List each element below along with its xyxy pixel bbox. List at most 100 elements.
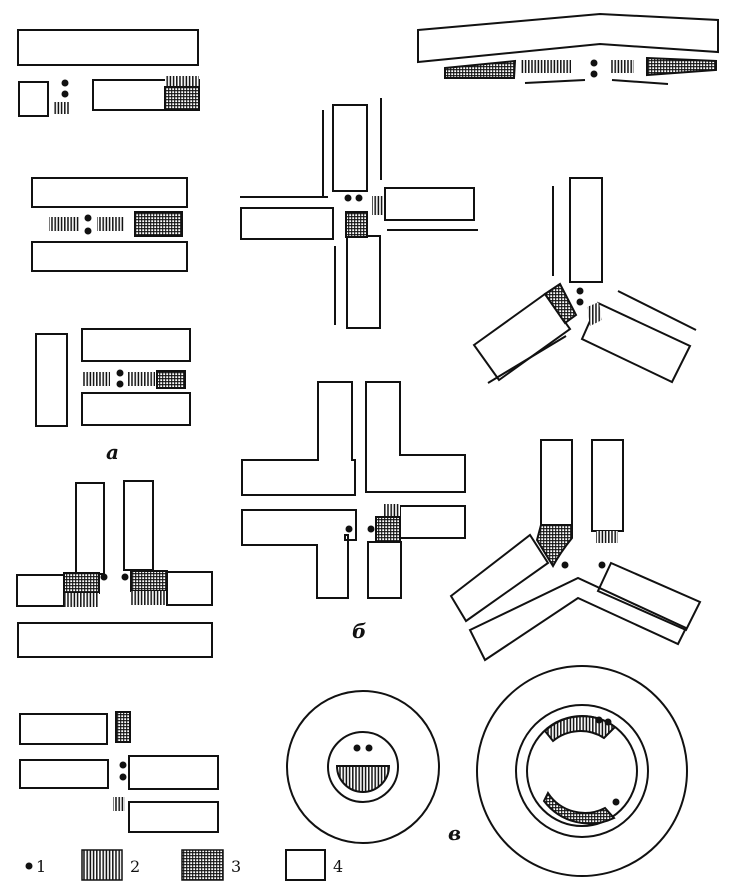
building-block <box>569 177 603 283</box>
entrance-dot <box>367 525 375 533</box>
building-block <box>346 235 381 329</box>
crosshatch-area <box>156 370 186 389</box>
legend-label-4: 4 <box>333 857 343 876</box>
legend-label-3: 3 <box>231 857 241 876</box>
hatch-area <box>372 196 384 215</box>
crosshatch-area <box>164 86 200 111</box>
hatch-area <box>610 60 634 73</box>
hatch-area <box>521 60 571 73</box>
building-block <box>75 482 105 575</box>
variant-v2 <box>476 665 688 877</box>
variant-b4 <box>472 177 697 384</box>
hatch-area <box>587 302 602 326</box>
entrance-dot <box>121 573 129 581</box>
panel-label-b: б <box>352 619 366 643</box>
building-block <box>81 328 191 362</box>
entrance-dot <box>590 59 598 67</box>
hatch-area <box>64 593 99 607</box>
building-block <box>128 755 219 790</box>
hatch-area <box>97 217 124 231</box>
entrance-dot <box>116 380 124 388</box>
building-block <box>399 505 466 539</box>
building-block <box>468 576 688 662</box>
crosshatch-area <box>134 211 183 237</box>
entrance-dot <box>355 194 363 202</box>
hatch-area <box>335 765 391 793</box>
building-block <box>18 81 49 117</box>
building-block <box>17 622 213 658</box>
entrance-dot <box>576 298 584 306</box>
entrance-dot <box>598 561 606 569</box>
building-block <box>31 241 188 272</box>
variant-v1 <box>286 690 440 844</box>
ring-inner <box>327 731 399 803</box>
panel-b-diagram <box>240 12 719 662</box>
entrance-dot <box>604 718 612 726</box>
building-block <box>35 333 68 427</box>
crosshatch-area <box>535 524 573 569</box>
dot-icon <box>25 862 33 870</box>
entrance-dot <box>119 773 127 781</box>
panel-label-v: в <box>448 821 461 845</box>
ring-inner <box>526 715 638 827</box>
variant-a2 <box>31 177 188 272</box>
hatch-area <box>49 217 79 231</box>
building-block <box>19 759 109 789</box>
building-block <box>580 301 692 384</box>
hatch-area <box>596 531 618 543</box>
hatch-icon <box>81 849 123 881</box>
ring-outer-inner-edge <box>515 704 649 838</box>
variant-b2 <box>241 381 466 599</box>
crosshatch-area <box>130 570 168 592</box>
entrance-dot <box>100 573 108 581</box>
variant-b3 <box>417 12 719 85</box>
building-block <box>591 439 624 532</box>
crosshatch-icon <box>181 849 224 881</box>
building-block <box>17 29 199 66</box>
building-block <box>19 713 108 745</box>
hatch-area <box>131 591 167 605</box>
panel-v-diagram <box>286 665 688 877</box>
building-block <box>81 392 191 426</box>
crosshatch-area <box>646 56 717 77</box>
building-block <box>166 571 213 606</box>
hatch-area <box>53 102 70 114</box>
crosshatch-area <box>115 711 131 743</box>
entrance-dot <box>84 227 92 235</box>
building-block <box>417 12 719 64</box>
crosshatch-area <box>542 790 616 825</box>
entrance-dot <box>612 798 620 806</box>
entrance-dot <box>595 716 603 724</box>
building-block <box>540 439 573 532</box>
building-block <box>241 509 357 599</box>
entrance-dot <box>353 744 361 752</box>
hatch-area <box>82 372 110 386</box>
hatch-area <box>165 76 199 88</box>
entrance-dot <box>119 761 127 769</box>
ring-outer <box>476 665 688 877</box>
building-block <box>241 381 356 496</box>
legend-label-1: 1 <box>36 857 46 876</box>
entrance-dot <box>116 369 124 377</box>
panel-a-diagram <box>16 29 219 833</box>
building-block <box>16 574 65 607</box>
building-block <box>596 561 702 632</box>
crosshatch-area <box>63 572 100 594</box>
variant-a5 <box>19 711 219 833</box>
entrance-dot <box>561 561 569 569</box>
building-block <box>365 381 466 493</box>
entrance-dot <box>61 90 69 98</box>
hatch-area <box>383 504 400 518</box>
building-block <box>332 104 368 192</box>
crosshatch-area <box>375 516 401 543</box>
variant-b5 <box>449 439 702 662</box>
building-block <box>240 207 334 240</box>
panel-label-a: а <box>106 440 119 464</box>
crosshatch-area <box>444 59 517 79</box>
building-block <box>449 533 550 623</box>
crosshatch-area <box>345 211 368 238</box>
building-block <box>31 177 188 208</box>
entrance-dot <box>84 214 92 222</box>
entrance-dot <box>365 744 373 752</box>
entrance-dot <box>345 525 353 533</box>
